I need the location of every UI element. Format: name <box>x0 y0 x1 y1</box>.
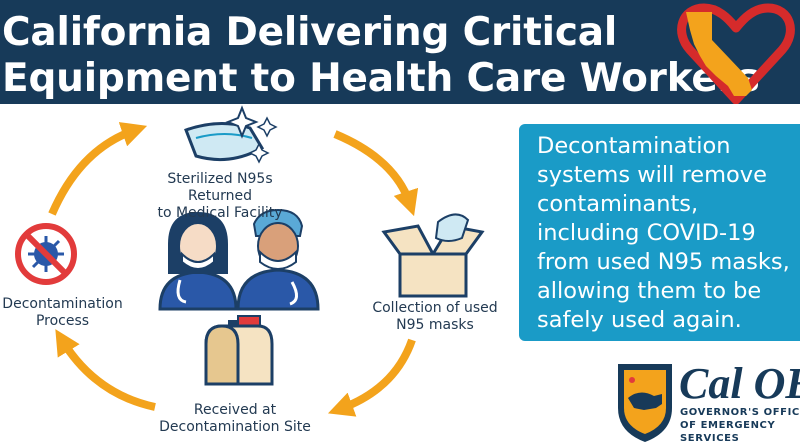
open-box-icon <box>381 213 485 298</box>
step-label-line: Decontamination <box>2 296 123 312</box>
cal-oes-subtitle-line: OF EMERGENCY SERVICES <box>680 420 776 444</box>
recycling-cycle-diagram <box>15 105 485 417</box>
cal-oes-seal-icon <box>618 364 672 442</box>
n95-mask-sparkle-icon <box>184 105 278 164</box>
page-title: California Delivering Critical Equipment… <box>2 10 760 102</box>
no-virus-icon <box>15 223 77 285</box>
info-callout-text: Decontamination systems will remove cont… <box>537 133 790 333</box>
info-callout-box: Decontamination systems will remove cont… <box>519 124 800 341</box>
step-label-line: Sterilized N95s Returned <box>167 171 273 204</box>
title-line-2: Equipment to Health Care Workers <box>2 56 760 101</box>
header-banner: California Delivering Critical Equipment… <box>0 0 800 104</box>
step-label-decontamination: Decontamination Process <box>0 296 125 330</box>
step-label-line: Collection of used <box>372 300 498 316</box>
cal-oes-logo-text: Cal OES <box>679 359 800 408</box>
step-label-line: Decontamination Site <box>159 419 311 435</box>
cycle-arrow-top-left <box>48 122 148 216</box>
california-heart-icon <box>677 3 795 104</box>
step-label-line: Process <box>35 313 90 329</box>
step-label-collection: Collection of used N95 masks <box>360 300 510 334</box>
cycle-arrow-top-right <box>333 130 419 217</box>
step-label-line: to Medical Facility <box>157 205 283 221</box>
health-care-workers-icon <box>158 208 320 311</box>
step-label-line: N95 masks <box>396 317 474 333</box>
cycle-arrow-bottom-left <box>55 329 156 411</box>
mailbox-icon <box>204 315 274 386</box>
step-label-line: Received at <box>193 402 277 418</box>
cal-oes-subtitle-line: GOVERNOR'S OFFICE <box>680 407 800 418</box>
title-line-1: California Delivering Critical <box>2 10 618 55</box>
step-label-received: Received at Decontamination Site <box>145 402 325 436</box>
cycle-arrow-bottom-right <box>327 338 416 417</box>
step-label-returned: Sterilized N95s Returned to Medical Faci… <box>140 171 300 222</box>
cal-oes-subtitle: GOVERNOR'S OFFICE OF EMERGENCY SERVICES <box>680 406 800 445</box>
